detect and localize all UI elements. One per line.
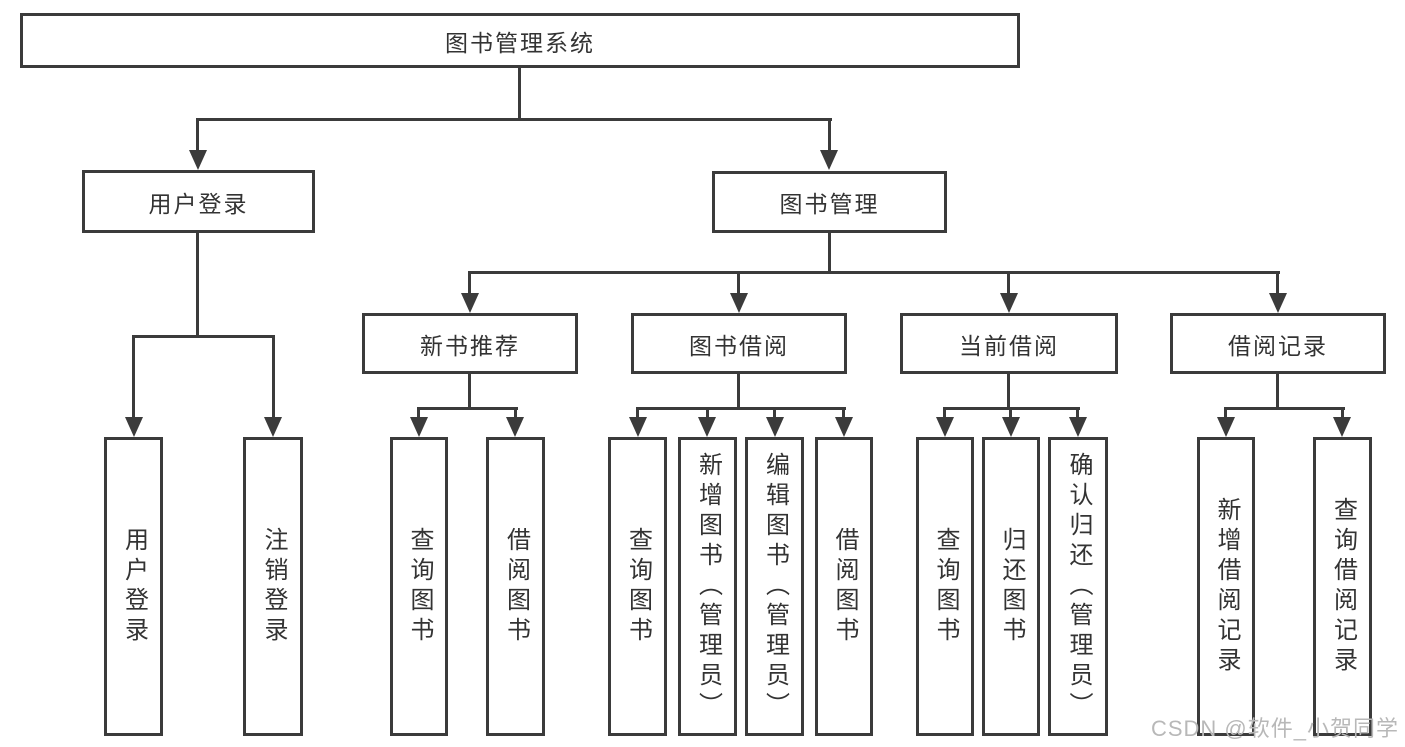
connector-line — [1007, 372, 1010, 409]
leaf-label: 归还图书 — [998, 526, 1025, 647]
node-label: 当前借阅 — [959, 332, 1059, 359]
arrow-down-icon — [1269, 293, 1287, 313]
connector-line — [636, 407, 639, 422]
connector-line — [1276, 271, 1279, 298]
leaf-label: 借阅图书 — [831, 526, 858, 647]
node-borrow-records: 借阅记录 — [1170, 313, 1386, 374]
arrow-down-icon — [766, 417, 784, 437]
leaf-query-borrow-record: 查询借阅记录 — [1313, 437, 1372, 736]
connector-line — [468, 271, 471, 298]
connector-line — [417, 407, 420, 422]
connector-line — [1076, 407, 1079, 422]
node-label: 借阅记录 — [1228, 332, 1328, 359]
connector-line — [468, 372, 471, 409]
leaf-query-book: 查询图书 — [608, 437, 667, 736]
arrow-down-icon — [410, 417, 428, 437]
leaf-query-book: 查询图书 — [390, 437, 448, 736]
leaf-label: 新增借阅记录 — [1213, 496, 1240, 677]
connector-line — [773, 407, 776, 422]
arrow-down-icon — [264, 417, 282, 437]
connector-line — [828, 118, 831, 155]
node-label: 图书管理 — [779, 191, 880, 217]
node-book-borrow: 图书借阅 — [631, 313, 847, 374]
arrow-down-icon — [1000, 293, 1018, 313]
arrow-down-icon — [820, 150, 838, 170]
connector-line — [1009, 407, 1012, 422]
leaf-label: 查询图书 — [932, 526, 959, 647]
connector-line — [272, 335, 275, 420]
connector-line — [842, 407, 845, 422]
arrow-down-icon — [461, 293, 479, 313]
arrow-down-icon — [835, 417, 853, 437]
arrow-down-icon — [698, 417, 716, 437]
arrow-down-icon — [1002, 417, 1020, 437]
leaf-user-login: 用户登录 — [104, 437, 163, 736]
leaf-logout: 注销登录 — [243, 437, 303, 736]
connector-line — [636, 407, 846, 410]
arrow-down-icon — [1333, 417, 1351, 437]
connector-line — [1276, 372, 1279, 409]
arrow-down-icon — [506, 417, 524, 437]
arrow-down-icon — [629, 417, 647, 437]
node-new-book-recommend: 新书推荐 — [362, 313, 578, 374]
connector-line — [468, 271, 1280, 274]
leaf-label: 用户登录 — [120, 526, 148, 647]
node-book-management: 图书管理 — [712, 171, 947, 233]
connector-line — [737, 271, 740, 298]
leaf-edit-book-admin: 编辑图书（管理员） — [745, 437, 804, 736]
leaf-borrow-book: 借阅图书 — [486, 437, 545, 736]
leaf-confirm-return-admin: 确认归还（管理员） — [1048, 437, 1108, 736]
leaf-query-book: 查询图书 — [916, 437, 974, 736]
connector-line — [196, 231, 199, 335]
connector-line — [943, 407, 946, 422]
leaf-add-book-admin: 新增图书（管理员） — [678, 437, 737, 736]
connector-line — [828, 231, 831, 273]
node-library-system: 图书管理系统 — [20, 13, 1020, 68]
arrow-down-icon — [1217, 417, 1235, 437]
leaf-label: 编辑图书（管理员） — [761, 451, 789, 722]
leaf-label: 借阅图书 — [502, 526, 530, 647]
connector-line — [1341, 407, 1344, 422]
arrow-down-icon — [730, 293, 748, 313]
leaf-label: 确认归还（管理员） — [1065, 451, 1092, 722]
leaf-label: 查询图书 — [406, 526, 433, 647]
arrow-down-icon — [936, 417, 954, 437]
leaf-add-borrow-record: 新增借阅记录 — [1197, 437, 1255, 736]
connector-line — [196, 118, 832, 121]
csdn-watermark: CSDN @软件_小贺同学 — [1150, 716, 1399, 741]
connector-line — [706, 407, 709, 422]
leaf-label: 注销登录 — [260, 526, 287, 647]
connector-line — [737, 372, 740, 409]
leaf-borrow-book: 借阅图书 — [815, 437, 873, 736]
arrow-down-icon — [189, 150, 207, 170]
arrow-down-icon — [125, 417, 143, 437]
node-current-borrow: 当前借阅 — [900, 313, 1118, 374]
connector-line — [1007, 271, 1010, 298]
leaf-label: 新增图书（管理员） — [694, 451, 722, 722]
connector-line — [196, 118, 199, 155]
leaf-return-book: 归还图书 — [982, 437, 1040, 736]
connector-line — [1224, 407, 1345, 410]
connector-line — [132, 335, 275, 338]
node-label: 图书借阅 — [689, 332, 789, 359]
leaf-label: 查询借阅记录 — [1329, 496, 1357, 677]
connector-line — [1224, 407, 1227, 422]
connector-line — [518, 66, 521, 118]
node-label: 新书推荐 — [420, 332, 520, 359]
arrow-down-icon — [1069, 417, 1087, 437]
node-label: 图书管理系统 — [445, 29, 595, 56]
connector-line — [514, 407, 517, 422]
node-user-login: 用户登录 — [82, 170, 315, 233]
connector-line — [417, 407, 518, 410]
leaf-label: 查询图书 — [624, 526, 652, 647]
node-label: 用户登录 — [148, 190, 249, 217]
connector-line — [132, 335, 135, 420]
